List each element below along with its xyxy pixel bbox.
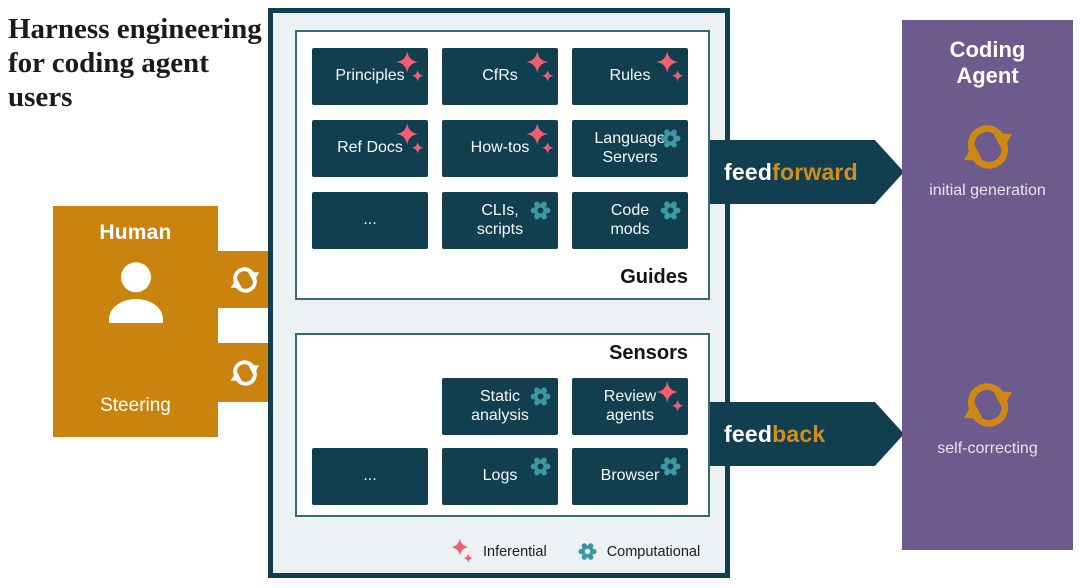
- coding-agent-box: Coding Agent initial generation self-cor…: [902, 20, 1073, 550]
- computational-icon: [530, 457, 551, 476]
- inferential-icon: [656, 381, 684, 412]
- guides-label: Guides: [620, 266, 688, 288]
- chip-guides-ellipsis: ...: [312, 192, 428, 249]
- inferential-icon: [396, 51, 424, 82]
- feedback-prefix: feed: [724, 420, 773, 447]
- chip-language-servers: Language Servers: [572, 120, 688, 177]
- legend: Inferential Computational: [451, 538, 700, 565]
- agent-state-label: self-correcting: [937, 440, 1038, 457]
- chip-code-mods: Code mods: [572, 192, 688, 249]
- feedforward-prefix: feed: [724, 158, 773, 185]
- sensors-chip-grid: Static analysis Review agents: [297, 335, 708, 505]
- computational-icon: [530, 387, 551, 406]
- sync-arrows-icon: [230, 359, 260, 386]
- computational-icon: [660, 201, 681, 220]
- coding-agent-title: Coding Agent: [949, 37, 1026, 89]
- chip-browser: Browser: [572, 448, 688, 505]
- feedforward-suffix: forward: [772, 158, 858, 185]
- human-box: Human Steering: [53, 206, 218, 437]
- chip-static-analysis: Static analysis: [442, 378, 558, 435]
- legend-label: Computational: [606, 543, 701, 560]
- harness-container: Principles CfRs Rules: [268, 8, 730, 578]
- chip-rules: Rules: [572, 48, 688, 105]
- inferential-icon: [656, 51, 684, 82]
- sync-arrows-icon: [963, 125, 1012, 169]
- computational-icon: [530, 201, 551, 220]
- sync-arrows-icon: [963, 383, 1012, 427]
- chip-how-tos: How-tos: [442, 120, 558, 177]
- agent-state-self-correcting: self-correcting: [902, 376, 1073, 460]
- chip-ref-docs: Ref Docs: [312, 120, 428, 177]
- agent-state-label: initial generation: [929, 182, 1046, 199]
- inferential-icon: [451, 538, 474, 563]
- guides-chip-grid: Principles CfRs Rules: [297, 32, 708, 249]
- chip-review-agents: Review agents: [572, 378, 688, 435]
- person-icon: [108, 262, 163, 323]
- chip-sensors-ellipsis: ...: [312, 448, 428, 505]
- page-title: Harness engineering for coding agent use…: [8, 13, 262, 114]
- feedback-suffix: back: [772, 420, 826, 447]
- sensors-label: Sensors: [609, 342, 688, 364]
- chip-clis-scripts: CLIs, scripts: [442, 192, 558, 249]
- inferential-icon: [396, 123, 424, 154]
- inferential-icon: [526, 123, 554, 154]
- computational-icon: [660, 129, 681, 148]
- sync-arrows-icon: [230, 266, 260, 293]
- legend-item-computational: Computational: [577, 541, 701, 562]
- human-label: Human: [99, 221, 172, 244]
- inferential-icon: [526, 51, 554, 82]
- human-sublabel: Steering: [100, 395, 171, 416]
- chip-cfrs: CfRs: [442, 48, 558, 105]
- computational-icon: [660, 457, 681, 476]
- legend-label: Inferential: [483, 543, 547, 560]
- agent-state-initial-generation: initial generation: [902, 118, 1073, 202]
- guides-panel: Principles CfRs Rules: [295, 30, 710, 300]
- chip-logs: Logs: [442, 448, 558, 505]
- computational-icon: [578, 543, 597, 560]
- legend-item-inferential: Inferential: [451, 538, 547, 565]
- chip-principles: Principles: [312, 48, 428, 105]
- sensors-panel: Sensors Static analysis R: [295, 333, 710, 517]
